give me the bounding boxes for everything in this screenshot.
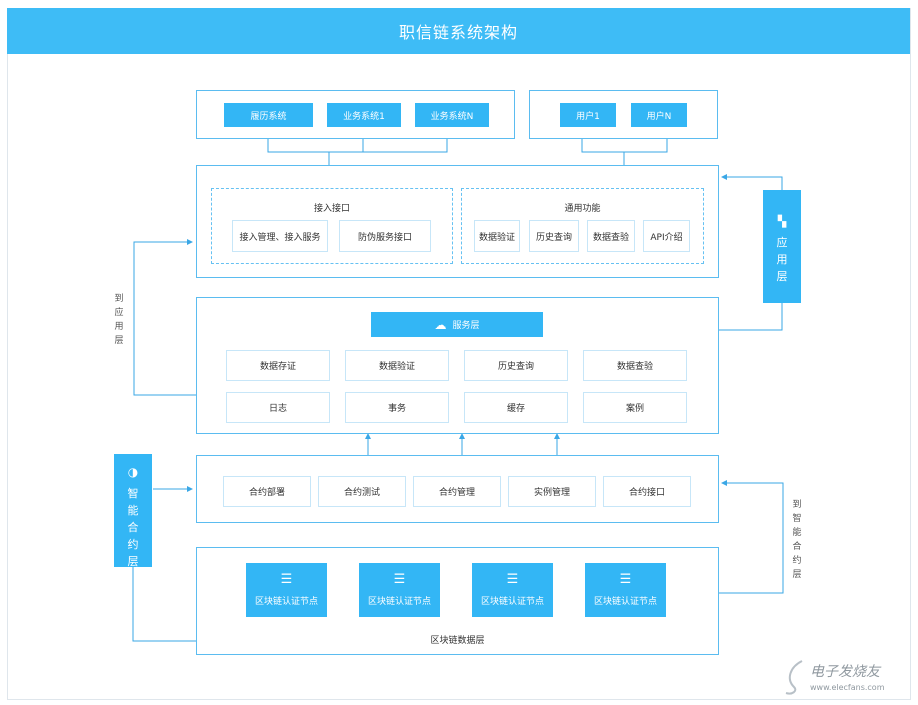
watermark-url: www.elecfans.com <box>810 683 885 692</box>
cloud-icon: ☁ <box>434 317 447 332</box>
top-right-users-panel <box>529 90 718 139</box>
server-icon: ☰ <box>280 572 293 587</box>
server-icon: ☰ <box>506 572 519 587</box>
system-item-resume[interactable]: 履历系统 <box>224 103 313 127</box>
contract-item-interface[interactable]: 合约接口 <box>603 476 691 507</box>
server-icon: ☰ <box>393 572 406 587</box>
user-item-n[interactable]: 用户N <box>631 103 687 127</box>
service-item-log[interactable]: 日志 <box>226 392 330 423</box>
blockchain-node-label: 区块链认证节点 <box>593 597 657 607</box>
page-title: 职信链系统架构 <box>7 8 910 54</box>
service-layer-title: 服务层 <box>452 321 480 331</box>
service-item-case[interactable]: 案例 <box>583 392 687 423</box>
service-item-data-inspect[interactable]: 数据查验 <box>583 350 687 381</box>
blockchain-node-1[interactable]: ☰ 区块链认证节点 <box>246 563 327 617</box>
contract-item-test[interactable]: 合约测试 <box>318 476 406 507</box>
grid-icon: ▚ <box>777 215 787 228</box>
blockchain-node-3[interactable]: ☰ 区块链认证节点 <box>472 563 553 617</box>
blockchain-data-layer-title: 区块链数据层 <box>430 636 485 646</box>
smart-contract-layer-block: ◑ 智能合约层 <box>114 454 152 568</box>
watermark-logo-icon <box>785 660 803 695</box>
smart-contract-layer-label: 智能合约层 <box>127 487 139 568</box>
system-item-business-n[interactable]: 业务系统N <box>415 103 489 127</box>
service-item-data-verify[interactable]: 数据验证 <box>345 350 449 381</box>
access-item-management[interactable]: 接入管理、接入服务 <box>232 220 328 252</box>
to-contract-layer-label: 到智能合约层 <box>792 500 802 580</box>
watermark: 电子发烧友 www.elecfans.com <box>780 655 910 700</box>
app-layer-label: 应用层 <box>776 236 788 283</box>
to-app-layer-label: 到应用层 <box>114 294 124 346</box>
common-functions-title: 通用功能 <box>564 204 601 214</box>
half-circle-icon: ◑ <box>127 465 139 479</box>
server-icon: ☰ <box>619 572 632 587</box>
contract-item-deploy[interactable]: 合约部署 <box>223 476 311 507</box>
blockchain-node-label: 区块链认证节点 <box>254 597 318 607</box>
access-interface-group <box>211 188 453 264</box>
service-item-data-storage[interactable]: 数据存证 <box>226 350 330 381</box>
blockchain-node-2[interactable]: ☰ 区块链认证节点 <box>359 563 440 617</box>
common-item-data-verify[interactable]: 数据验证 <box>474 220 520 252</box>
contract-item-instance-manage[interactable]: 实例管理 <box>508 476 596 507</box>
blockchain-node-4[interactable]: ☰ 区块链认证节点 <box>585 563 666 617</box>
common-item-data-inspect[interactable]: 数据查验 <box>587 220 635 252</box>
access-interface-title: 接入接口 <box>313 204 350 214</box>
common-item-api-intro[interactable]: API介绍 <box>643 220 690 252</box>
app-layer-block: ▚ 应用层 <box>763 190 801 303</box>
blockchain-node-label: 区块链认证节点 <box>367 597 431 607</box>
access-item-anticounterfeit[interactable]: 防伪服务接口 <box>339 220 431 252</box>
service-layer-title-bar: ☁ 服务层 <box>371 312 543 337</box>
common-functions-group <box>461 188 704 264</box>
service-item-transaction[interactable]: 事务 <box>345 392 449 423</box>
service-item-cache[interactable]: 缓存 <box>464 392 568 423</box>
contract-item-manage[interactable]: 合约管理 <box>413 476 501 507</box>
blockchain-node-label: 区块链认证节点 <box>480 597 544 607</box>
system-item-business-1[interactable]: 业务系统1 <box>327 103 401 127</box>
service-item-history-query[interactable]: 历史查询 <box>464 350 568 381</box>
watermark-brand: 电子发烧友 <box>810 664 880 680</box>
user-item-1[interactable]: 用户1 <box>560 103 616 127</box>
common-item-history-query[interactable]: 历史查询 <box>529 220 579 252</box>
